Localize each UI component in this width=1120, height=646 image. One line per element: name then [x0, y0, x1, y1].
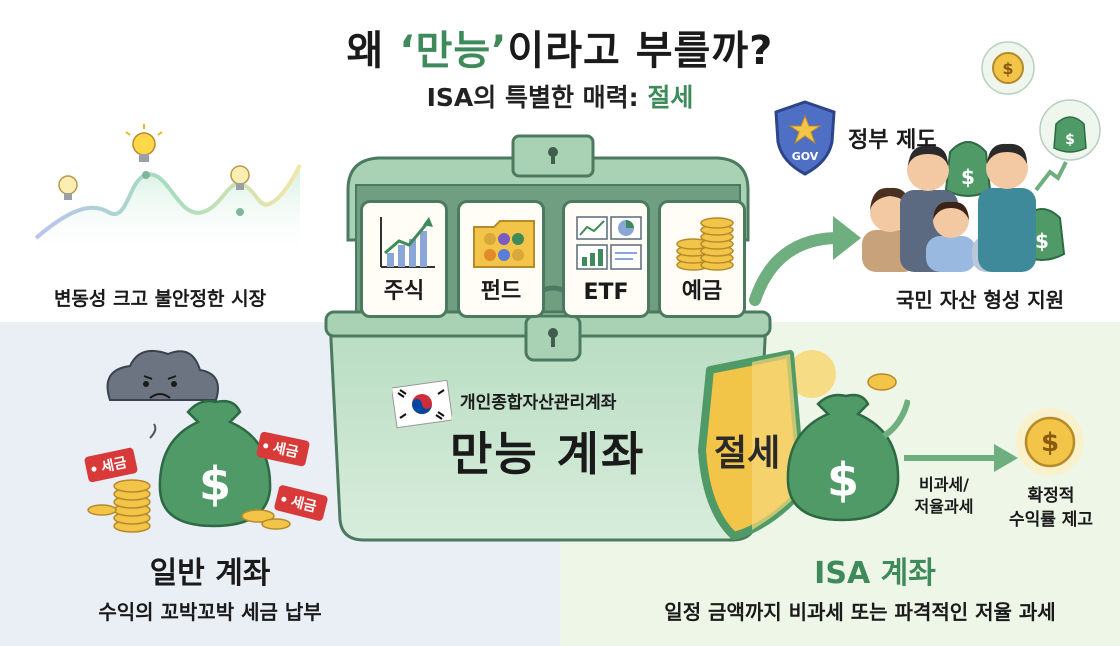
stock-chart-icon — [380, 217, 435, 268]
chest-title: 만능 계좌 — [450, 427, 646, 481]
card-stock-label: 주식 — [383, 279, 425, 304]
isa-benefit-text: 비과세/ 저율과세 — [914, 475, 974, 516]
arrow-to-government-icon — [749, 216, 861, 306]
arrow-to-result-icon — [904, 444, 1018, 472]
card-deposit: 예금 — [658, 200, 746, 318]
card-stock: 주식 — [360, 200, 448, 318]
card-fund: 펀드 — [457, 200, 545, 318]
svg-text:$: $ — [1041, 428, 1059, 458]
svg-text:$: $ — [827, 453, 859, 507]
svg-text:$: $ — [1002, 59, 1013, 78]
isa-account-title: ISA 계좌 — [814, 556, 936, 591]
svg-text:$: $ — [199, 457, 231, 511]
market-caption: 변동성 크고 불안정한 시장 — [53, 288, 267, 310]
isa-account-desc: 일정 금액까지 비과세 또는 파격적인 저율 과세 — [664, 600, 1056, 624]
card-deposit-label: 예금 — [681, 279, 723, 304]
isa-shield-bag-icon: $ — [698, 350, 910, 540]
general-account-title: 일반 계좌 — [149, 556, 271, 591]
isa-shield-label: 절세 — [714, 433, 781, 474]
card-etf: ETF — [562, 200, 650, 318]
card-fund-label: 펀드 — [480, 279, 522, 304]
isa-result-text: 확정적 수익률 제고 — [1008, 486, 1094, 530]
title-highlight: ‘만능’ — [399, 28, 508, 74]
korean-flag-icon — [392, 380, 452, 429]
chest-subtitle: 개인종합자산관리계좌 — [460, 393, 617, 413]
page-subtitle: ISA의 특별한 매력: 절세 — [426, 83, 694, 112]
svg-text:$: $ — [1035, 229, 1049, 253]
svg-text:$: $ — [961, 165, 975, 189]
gov-shield-icon: GOV — [774, 100, 836, 176]
citizens-group-icon: $ $ $ $ — [862, 41, 1101, 272]
general-account-desc: 수익의 꼬박꼬박 세금 납부 — [98, 600, 322, 624]
fund-folder-icon — [473, 220, 535, 268]
card-etf-label: ETF — [583, 280, 629, 305]
gold-coin-icon: $ — [1016, 408, 1084, 476]
etf-dashboard-icon — [576, 216, 642, 270]
subtitle-highlight: 절세 — [647, 83, 694, 112]
coin-stack-icon — [676, 217, 734, 271]
general-account-illustration-icon: $ — [87, 350, 291, 533]
page-title: 왜 ‘만능’이라고 부를까? — [346, 28, 774, 74]
gov-badge-text: GOV — [792, 150, 819, 163]
svg-text:$: $ — [1065, 132, 1075, 148]
government-caption: 국민 자산 형성 지원 — [895, 288, 1065, 312]
volatile-market-chart-icon — [34, 124, 302, 260]
